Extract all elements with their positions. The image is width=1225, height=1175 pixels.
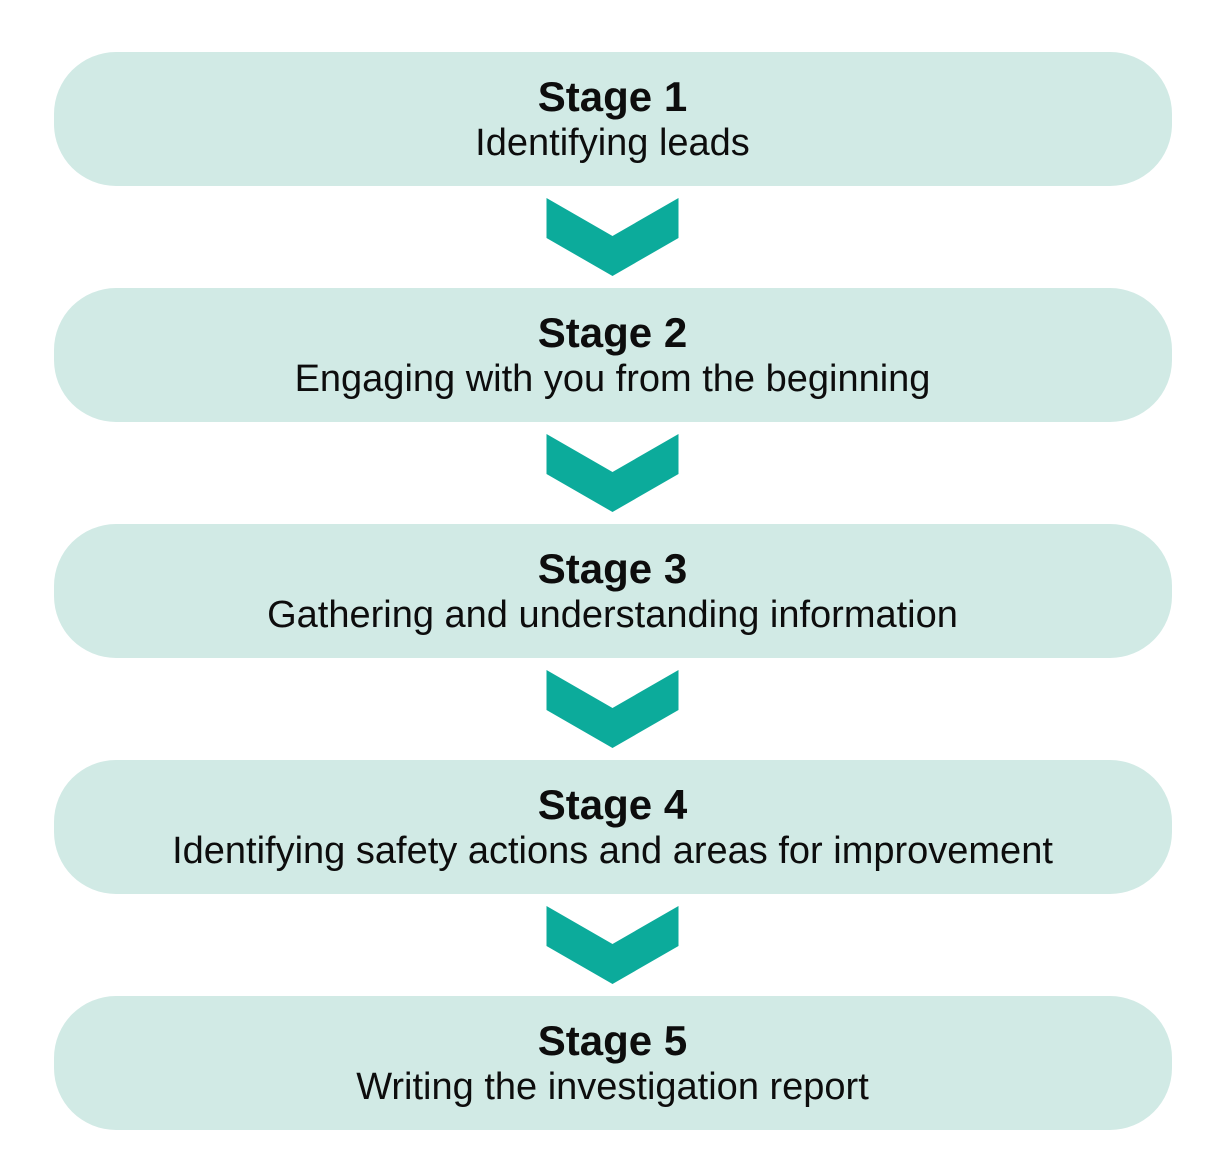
stage-5-description: Writing the investigation report bbox=[356, 1065, 869, 1108]
stage-3-title: Stage 3 bbox=[537, 544, 688, 592]
stage-box-2: Stage 2 Engaging with you from the begin… bbox=[53, 288, 1172, 422]
stage-2-title: Stage 2 bbox=[537, 308, 688, 356]
stage-box-3: Stage 3 Gathering and understanding info… bbox=[53, 524, 1172, 658]
chevron-down-icon bbox=[546, 658, 679, 760]
chevron-down-icon bbox=[546, 422, 679, 524]
stage-box-4: Stage 4 Identifying safety actions and a… bbox=[53, 760, 1172, 894]
stage-3-description: Gathering and understanding information bbox=[267, 593, 958, 636]
chevron-down-icon bbox=[546, 186, 679, 288]
chevron-down-icon bbox=[546, 894, 679, 996]
stage-1-description: Identifying leads bbox=[475, 121, 750, 164]
stage-4-title: Stage 4 bbox=[537, 780, 688, 828]
stage-box-1: Stage 1 Identifying leads bbox=[53, 52, 1172, 186]
stage-box-5: Stage 5 Writing the investigation report bbox=[53, 996, 1172, 1130]
stage-4-description: Identifying safety actions and areas for… bbox=[172, 829, 1053, 872]
stage-1-title: Stage 1 bbox=[537, 72, 688, 120]
stage-2-description: Engaging with you from the beginning bbox=[294, 357, 931, 400]
stage-5-title: Stage 5 bbox=[537, 1016, 688, 1064]
